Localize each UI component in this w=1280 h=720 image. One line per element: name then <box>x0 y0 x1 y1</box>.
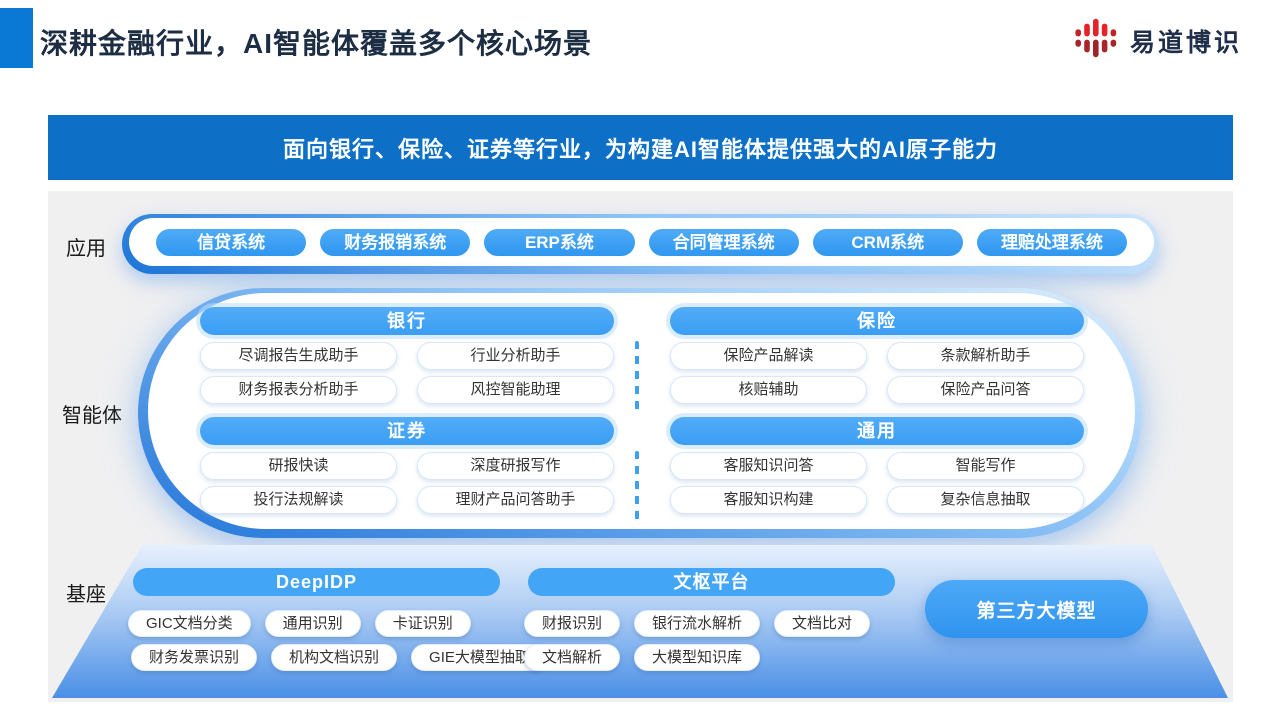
agent-group-bank-items: 尽调报告生成助手 行业分析助手 财务报表分析助手 风控智能助理 <box>200 342 614 404</box>
logo-soundwave-icon <box>1073 14 1121 67</box>
agent-item: 保险产品问答 <box>887 376 1084 404</box>
agent-item: 保险产品解读 <box>670 342 867 370</box>
agent-group-bank: 银行 尽调报告生成助手 行业分析助手 财务报表分析助手 风控智能助理 <box>200 307 614 404</box>
agent-item: 条款解析助手 <box>887 342 1084 370</box>
agents-right-column: 保险 保险产品解读 条款解析助手 核赔辅助 保险产品问答 通用 客服知识问答 智… <box>670 307 1084 527</box>
application-pill-crm-system: CRM系统 <box>812 228 963 256</box>
base-item: 文档解析 <box>524 644 621 671</box>
agent-group-insurance-items: 保险产品解读 条款解析助手 核赔辅助 保险产品问答 <box>670 342 1084 404</box>
title-accent-bar <box>0 8 33 68</box>
application-pill-claims-system: 理赔处理系统 <box>976 228 1128 256</box>
platform-deepidp-title: DeepIDP <box>133 568 500 596</box>
deepidp-row-2: 财务发票识别 机构文档识别 GIE大模型抽取 <box>131 644 548 671</box>
agent-item: 核赔辅助 <box>670 376 867 404</box>
agent-group-securities: 证券 研报快读 深度研报写作 投行法规解读 理财产品问答助手 <box>200 417 614 514</box>
platform-wenshu-title: 文枢平台 <box>528 568 895 596</box>
page-title: 深耕金融行业，AI智能体覆盖多个核心场景 <box>40 28 593 59</box>
industry-banner: 面向银行、保险、证券等行业，为构建AI智能体提供强大的AI原子能力 <box>48 115 1233 180</box>
agent-item: 深度研报写作 <box>417 452 614 480</box>
agent-item: 客服知识问答 <box>670 452 867 480</box>
agent-item: 财务报表分析助手 <box>200 376 397 404</box>
base-item: 大模型知识库 <box>634 644 761 671</box>
third-party-llm-pill: 第三方大模型 <box>925 580 1148 638</box>
agent-group-insurance: 保险 保险产品解读 条款解析助手 核赔辅助 保险产品问答 <box>670 307 1084 404</box>
agents-container: 银行 尽调报告生成助手 行业分析助手 财务报表分析助手 风控智能助理 证券 研报… <box>138 288 1142 538</box>
application-container: 信贷系统 财务报销系统 ERP系统 合同管理系统 CRM系统 理赔处理系统 <box>122 214 1159 274</box>
deepidp-row-1: GIC文档分类 通用识别 卡证识别 <box>128 610 471 637</box>
dashed-divider-top <box>635 341 639 411</box>
base-row-label: 基座 <box>66 584 106 606</box>
application-pill-contract-system: 合同管理系统 <box>648 228 799 256</box>
agent-item: 尽调报告生成助手 <box>200 342 397 370</box>
agent-item: 投行法规解读 <box>200 486 397 514</box>
base-item: GIC文档分类 <box>128 610 251 637</box>
agent-group-general-items: 客服知识问答 智能写作 客服知识构建 复杂信息抽取 <box>670 452 1084 514</box>
application-pill-credit-system: 信贷系统 <box>156 228 307 256</box>
wenshu-row-2: 文档解析 大模型知识库 <box>524 644 761 671</box>
wenshu-row-1: 财报识别 银行流水解析 文档比对 <box>524 610 871 637</box>
base-item: 财报识别 <box>524 610 621 637</box>
agent-item: 风控智能助理 <box>417 376 614 404</box>
agent-group-insurance-title: 保险 <box>670 307 1084 335</box>
agents-inner-panel: 银行 尽调报告生成助手 行业分析助手 财务报表分析助手 风控智能助理 证券 研报… <box>148 293 1135 529</box>
application-pill-track: 信贷系统 财务报销系统 ERP系统 合同管理系统 CRM系统 理赔处理系统 <box>129 218 1154 266</box>
application-pill-expense-system: 财务报销系统 <box>320 228 471 256</box>
base-item: 财务发票识别 <box>131 644 258 671</box>
dashed-divider-bottom <box>635 451 639 521</box>
agent-item: 行业分析助手 <box>417 342 614 370</box>
base-item: 文档比对 <box>774 610 871 637</box>
agent-group-bank-title: 银行 <box>200 307 614 335</box>
agent-item: 智能写作 <box>887 452 1084 480</box>
base-item: 通用识别 <box>264 610 361 637</box>
agent-item: 客服知识构建 <box>670 486 867 514</box>
base-item: 卡证识别 <box>374 610 471 637</box>
logo-text: 易道博识 <box>1129 28 1242 57</box>
base-item: 机构文档识别 <box>271 644 398 671</box>
agent-group-general: 通用 客服知识问答 智能写作 客服知识构建 复杂信息抽取 <box>670 417 1084 514</box>
agent-group-securities-items: 研报快读 深度研报写作 投行法规解读 理财产品问答助手 <box>200 452 614 514</box>
agents-row-label: 智能体 <box>62 405 122 427</box>
application-row-label: 应用 <box>66 238 106 260</box>
agent-group-securities-title: 证券 <box>200 417 614 445</box>
application-pill-erp-system: ERP系统 <box>484 228 635 256</box>
company-logo: 易道博识 <box>1073 14 1242 67</box>
agents-left-column: 银行 尽调报告生成助手 行业分析助手 财务报表分析助手 风控智能助理 证券 研报… <box>200 307 614 527</box>
agent-item: 复杂信息抽取 <box>887 486 1084 514</box>
agent-item: 研报快读 <box>200 452 397 480</box>
agent-item: 理财产品问答助手 <box>417 486 614 514</box>
base-item: 银行流水解析 <box>634 610 761 637</box>
agent-group-general-title: 通用 <box>670 417 1084 445</box>
